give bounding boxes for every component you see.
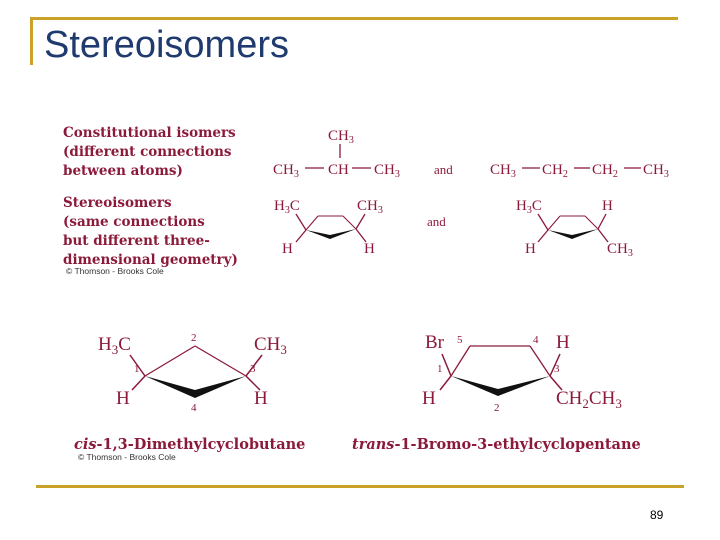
butane-group-c: CH2 <box>592 162 618 180</box>
butane-group-d: CH3 <box>643 162 669 180</box>
cis-dimethylcyclobutane-structure: H3C CH3 H H 1 2 3 4 <box>98 332 287 414</box>
isobutane-structure: CH3 CH3 CH CH3 <box>273 128 400 180</box>
small-cis-h-right: H <box>364 241 375 257</box>
trans-h-top: H <box>556 332 570 353</box>
cis-carbon-1: 1 <box>134 363 140 375</box>
frame-top-line <box>30 17 678 20</box>
isobutane-center-group: CH <box>328 162 349 178</box>
stereoisomers-label: Stereoisomers (same connections but diff… <box>63 195 238 268</box>
trans-carbon-3: 3 <box>554 363 560 375</box>
small-trans-ch3: CH3 <box>607 241 633 259</box>
page-number: 89 <box>650 508 664 522</box>
isobutane-right-group: CH3 <box>374 162 400 180</box>
trans-carbon-5: 5 <box>457 334 463 346</box>
slide-title: Stereoisomers <box>44 24 289 66</box>
small-cis-ch3: CH3 <box>357 198 383 216</box>
butane-structure: CH3 CH2 CH2 CH3 <box>490 162 669 180</box>
trans-ethyl: CH2CH3 <box>556 388 622 411</box>
cis-h3c: H3C <box>98 334 131 357</box>
cis-carbon-2: 2 <box>191 332 197 344</box>
trans-h-bottom: H <box>422 388 436 409</box>
small-cis-h3c: H3C <box>274 198 300 216</box>
isobutane-left-group: CH3 <box>273 162 299 180</box>
trans-bromoethylcyclopentane-structure: Br H H CH2CH3 1 2 3 4 5 <box>422 332 622 414</box>
trans-carbon-2: 2 <box>494 402 500 414</box>
trans-carbon-4: 4 <box>533 334 539 346</box>
butane-group-a: CH3 <box>490 162 516 180</box>
isobutane-top-group: CH3 <box>328 128 354 146</box>
cis-carbon-3: 3 <box>250 363 256 375</box>
cis-carbon-4: 4 <box>191 402 197 414</box>
small-trans-h3c: H3C <box>516 198 542 216</box>
cis-h-left: H <box>116 388 130 409</box>
small-trans-cyclobutane: H3C H H CH3 <box>516 198 633 259</box>
cis-compound-name: cis-1,3-Dimethylcyclobutane <box>74 436 306 453</box>
credit-top: © Thomson - Brooks Cole <box>66 266 164 276</box>
frame-bottom-line <box>36 485 684 488</box>
and-text-2: and <box>427 214 446 229</box>
small-trans-h-bottom: H <box>525 241 536 257</box>
and-text-1: and <box>434 162 453 177</box>
frame-left-line <box>30 17 33 65</box>
cis-ch3: CH3 <box>254 334 287 357</box>
cis-h-right: H <box>254 388 268 409</box>
trans-br: Br <box>425 332 445 353</box>
small-cis-cyclobutane: H3C CH3 H H <box>274 198 383 257</box>
small-cis-h-left: H <box>282 241 293 257</box>
trans-carbon-1: 1 <box>437 363 443 375</box>
trans-compound-name: trans-1-Bromo-3-ethylcyclopentane <box>352 436 641 453</box>
small-trans-h-top: H <box>602 198 613 214</box>
credit-bottom: © Thomson - Brooks Cole <box>78 452 176 462</box>
butane-group-b: CH2 <box>542 162 568 180</box>
constitutional-isomers-label: Constitutional isomers (different connec… <box>63 125 236 179</box>
